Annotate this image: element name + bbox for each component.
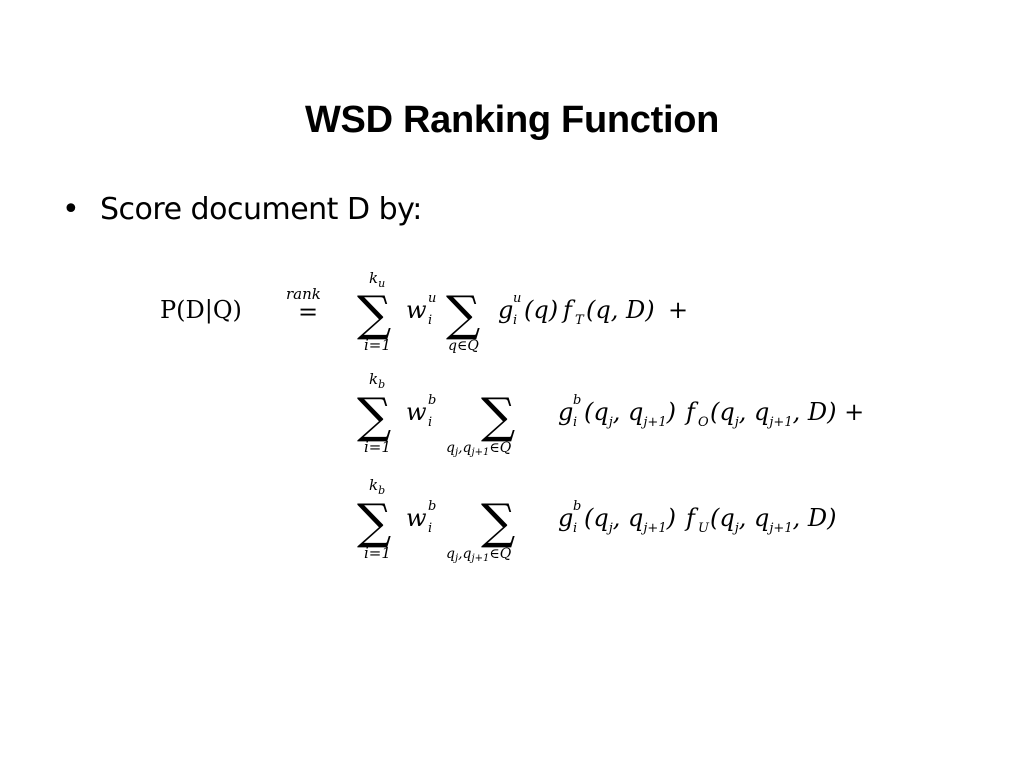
weight-term: w — [406, 296, 427, 324]
outer-sum-symbol: ∑ — [357, 388, 391, 444]
weight-sup: b — [428, 393, 436, 408]
bullet-item: • Score document D by: — [62, 188, 422, 232]
weight-sub: i — [428, 521, 432, 536]
g-term: g — [558, 504, 573, 532]
g-args: (qj, qj+1) — [584, 398, 676, 430]
f-term: f — [684, 398, 699, 426]
f-sub: T — [575, 313, 585, 328]
weight-sub: i — [428, 313, 432, 328]
f-sub: U — [698, 521, 710, 536]
plus-sign: + — [668, 296, 688, 324]
inner-sum-symbol: ∑ — [446, 286, 480, 342]
outer-sum-symbol: ∑ — [357, 494, 391, 550]
g-sup: u — [513, 291, 521, 306]
g-args: (q) — [524, 296, 558, 324]
formula-line-unigram: ku ∑ i=1 w u i ∑ q∈Q g u i (q) f T (q, D… — [357, 269, 688, 354]
outer-sum-lower: i=1 — [364, 438, 391, 456]
inner-sum-symbol: ∑ — [481, 388, 515, 444]
inner-sum-lower: qj,qj+1∈Q — [446, 546, 512, 564]
formula-lhs: P(D|Q) — [160, 296, 242, 325]
weight-term: w — [406, 504, 427, 532]
weight-sub: i — [428, 415, 432, 430]
f-term: f — [684, 504, 699, 532]
g-sub: i — [513, 313, 517, 328]
f-args: (q, D) — [586, 296, 655, 324]
outer-sum-symbol: ∑ — [357, 286, 391, 342]
relation-symbol: = — [298, 298, 318, 326]
f-args: (qj, qj+1, D) — [710, 504, 836, 536]
g-args: (qj, qj+1) — [584, 504, 676, 536]
f-term: f — [561, 296, 576, 324]
formula-line-ordered: kb ∑ i=1 w b i ∑ qj,qj+1∈Q g b i (qj, qj… — [357, 370, 864, 458]
outer-sum-lower: i=1 — [364, 544, 391, 562]
bullet-text: Score document D by: — [100, 192, 422, 227]
bullet-dot: • — [62, 192, 80, 227]
slide-title: WSD Ranking Function — [304, 99, 720, 142]
inner-sum-lower: qj,qj+1∈Q — [446, 440, 512, 458]
inner-sum-symbol: ∑ — [481, 494, 515, 550]
g-sup: b — [573, 499, 581, 514]
formula-line-unordered: kb ∑ i=1 w b i ∑ qj,qj+1∈Q g b i (qj, qj… — [357, 476, 836, 564]
outer-sum-upper: kb — [369, 476, 385, 497]
outer-sum-lower: i=1 — [364, 336, 391, 354]
g-sup: b — [573, 393, 581, 408]
weight-term: w — [406, 398, 427, 426]
outer-sum-upper: ku — [369, 269, 385, 290]
g-sub: i — [573, 415, 577, 430]
g-term: g — [558, 398, 573, 426]
outer-sum-upper: kb — [369, 370, 385, 391]
weight-sup: u — [428, 291, 436, 306]
weight-sup: b — [428, 499, 436, 514]
f-args: (qj, qj+1, D) + — [710, 398, 864, 430]
f-sub: O — [698, 415, 709, 430]
inner-sum-lower: q∈Q — [448, 338, 479, 354]
g-sub: i — [573, 521, 577, 536]
relation-label: rank — [286, 285, 321, 303]
g-term: g — [498, 296, 513, 324]
